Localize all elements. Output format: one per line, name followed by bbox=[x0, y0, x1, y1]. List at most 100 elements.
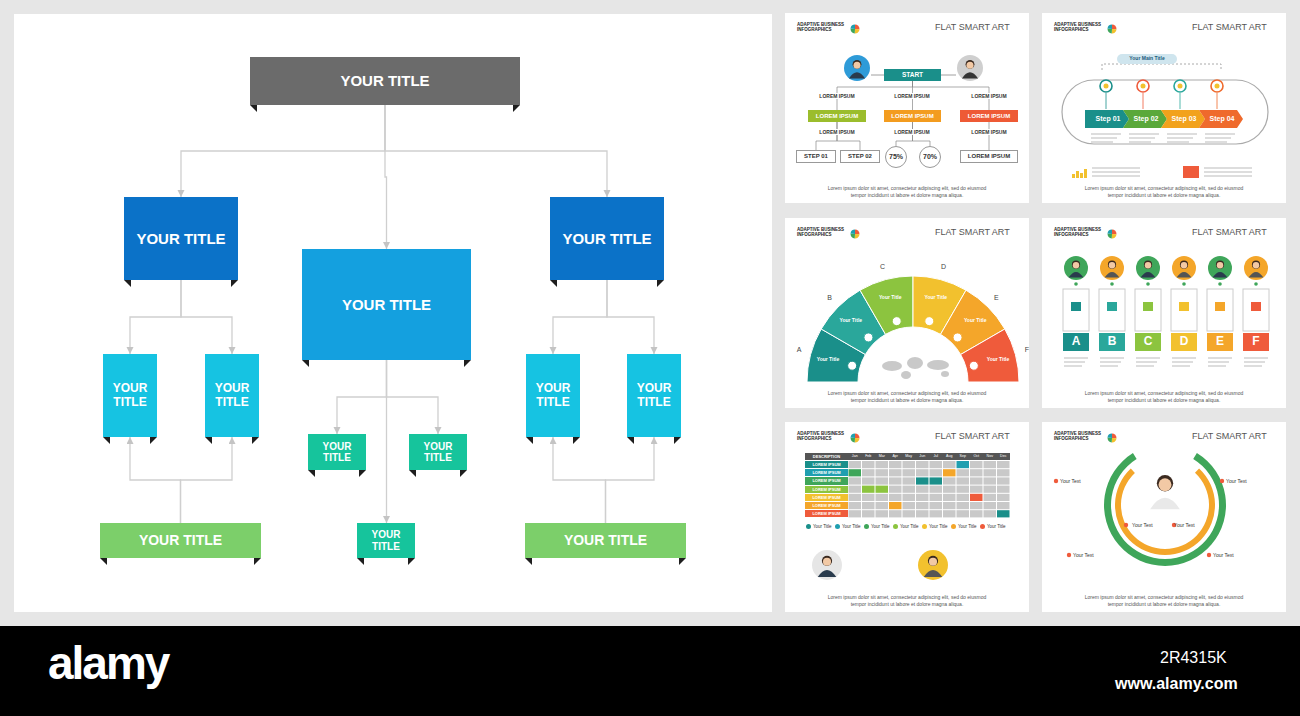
node-text: B bbox=[1108, 335, 1117, 349]
watermark-url: www.alamy.com bbox=[1115, 674, 1285, 693]
text-placeholder bbox=[1129, 134, 1159, 135]
table-cell bbox=[997, 502, 1010, 509]
segment-title: Your Title bbox=[960, 317, 990, 323]
footer-text: Lorem ipsum dolor sit amet, consectetur … bbox=[822, 390, 992, 403]
text-placeholder bbox=[1129, 142, 1151, 143]
node-text: YOUR TITLE bbox=[564, 532, 647, 548]
main-panel bbox=[14, 14, 772, 612]
legend-swatch bbox=[922, 524, 927, 529]
table-cell bbox=[876, 502, 889, 509]
connector bbox=[181, 105, 385, 197]
table-cell bbox=[889, 494, 902, 501]
table-cell bbox=[984, 461, 997, 468]
person-face bbox=[1217, 262, 1223, 268]
table-cell bbox=[849, 502, 862, 509]
logo-icon bbox=[1112, 25, 1116, 30]
logo-icon bbox=[1108, 230, 1112, 235]
table-cell bbox=[862, 469, 875, 476]
logo-icon bbox=[851, 25, 855, 30]
connector bbox=[130, 437, 181, 523]
table-cell bbox=[903, 477, 916, 484]
node-text: YOUR TITLE bbox=[412, 441, 464, 464]
small-label: LOREM IPSUM bbox=[969, 129, 1009, 135]
thumbnail-panel bbox=[785, 218, 1029, 408]
legend-text: Your Title bbox=[871, 524, 890, 529]
table-cell bbox=[889, 510, 902, 517]
table-cell bbox=[970, 469, 983, 476]
node-text: YOUR TITLE bbox=[139, 532, 222, 548]
node-text: YOUR TITLE bbox=[208, 382, 256, 410]
person-hair bbox=[1072, 261, 1080, 269]
node-text: YOUR TITLE bbox=[340, 72, 429, 89]
chart-icon bbox=[1080, 173, 1083, 178]
table-cell bbox=[889, 477, 902, 484]
person-badge bbox=[1172, 256, 1196, 280]
segment-icon bbox=[925, 317, 934, 326]
table-cell bbox=[849, 510, 862, 517]
table-cell bbox=[943, 469, 956, 476]
table-cell bbox=[862, 477, 875, 484]
logo-icon bbox=[855, 29, 860, 33]
node-text: Your Main Title bbox=[1129, 56, 1164, 62]
step-chevron: Step 03 bbox=[1161, 110, 1205, 128]
person-badge bbox=[1064, 256, 1088, 280]
letter-box: A bbox=[1063, 333, 1089, 351]
table-header: Oct bbox=[970, 453, 984, 460]
table-cell bbox=[984, 486, 997, 493]
node-text: A bbox=[1072, 335, 1081, 349]
text-placeholder bbox=[1204, 176, 1252, 177]
logo-text: ADAPTIVE BUSINESS INFOGRAPHICS bbox=[797, 228, 851, 238]
callout-text: Your Text bbox=[1226, 478, 1252, 484]
table-cell bbox=[930, 477, 943, 484]
person-badge bbox=[1100, 256, 1124, 280]
world-map bbox=[882, 361, 902, 371]
segment-title: Your Title bbox=[875, 294, 905, 300]
text-placeholder bbox=[1092, 168, 1140, 169]
table-cell bbox=[876, 510, 889, 517]
logo-icon bbox=[1112, 29, 1117, 33]
segment-icon bbox=[969, 361, 978, 370]
legend-item: Your Title bbox=[806, 524, 832, 529]
small-icon bbox=[1124, 523, 1128, 527]
node-text: 70% bbox=[923, 153, 937, 161]
table-cell bbox=[862, 502, 875, 509]
table-cell bbox=[997, 477, 1010, 484]
slide-heading: FLAT SMART ART bbox=[935, 227, 1025, 238]
connector bbox=[387, 360, 439, 434]
step-chevron: Step 02 bbox=[1123, 110, 1167, 128]
table-cell bbox=[997, 469, 1010, 476]
table-header: Apr bbox=[889, 453, 903, 460]
table-cell bbox=[943, 461, 956, 468]
person-face bbox=[1181, 262, 1187, 268]
table-cell bbox=[943, 477, 956, 484]
logo-icon bbox=[1107, 438, 1112, 443]
dashed-line bbox=[1102, 64, 1221, 70]
table-cell bbox=[930, 469, 943, 476]
percent-circle: 70% bbox=[919, 146, 941, 168]
letter-box: D bbox=[1171, 333, 1197, 351]
dot bbox=[1110, 282, 1114, 286]
tag-card bbox=[1243, 289, 1269, 331]
semicircle-segment bbox=[961, 329, 1019, 382]
footer-text: Lorem ipsum dolor sit amet, consectetur … bbox=[1079, 390, 1249, 403]
letter-box: F bbox=[1243, 333, 1269, 351]
node-text: YOUR TITLE bbox=[342, 296, 431, 313]
node-text: 75% bbox=[889, 153, 903, 161]
legend-text: Your Title bbox=[958, 524, 977, 529]
legend-swatch bbox=[951, 524, 956, 529]
table-cell bbox=[957, 502, 970, 509]
footer-text: Lorem ipsum dolor sit amet, consectetur … bbox=[1079, 185, 1249, 198]
table-cell bbox=[957, 510, 970, 517]
table-cell bbox=[849, 494, 862, 501]
node-text: YOUR TITLE bbox=[529, 382, 577, 410]
table-cell bbox=[889, 461, 902, 468]
text-placeholder bbox=[1208, 362, 1229, 363]
person-badge bbox=[812, 550, 842, 580]
callout-text: Your Text bbox=[1060, 478, 1086, 484]
table-cell bbox=[876, 486, 889, 493]
small-label: LOREM IPSUM bbox=[892, 129, 932, 135]
main-title-pill: Your Main Title bbox=[1117, 54, 1177, 64]
table-cell bbox=[916, 486, 929, 493]
table-cell bbox=[916, 469, 929, 476]
table-header: Jul bbox=[929, 453, 943, 460]
